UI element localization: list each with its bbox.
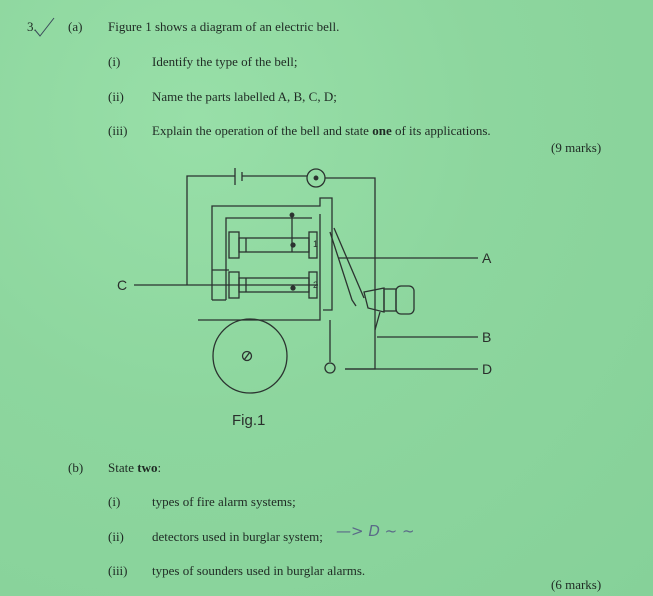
part-b-item-iii-text: types of sounders used in burglar alarms… (152, 563, 366, 578)
question-number: 3. (27, 19, 37, 34)
part-b-marks: (6 marks) (551, 577, 602, 592)
part-a-item-iii-num: (iii) (108, 123, 128, 138)
part-a-stem: Figure 1 shows a diagram of an electric … (108, 19, 340, 34)
part-a-label: (a) (68, 19, 83, 34)
part-a-item-ii-num: (ii) (108, 89, 124, 104)
handwritten-note: —> D ~ ~ (336, 522, 415, 540)
part-a-item-i-text: Identify the type of the bell; (152, 54, 298, 69)
emphasis-one: one (372, 123, 392, 138)
figure-label-b: B (482, 329, 492, 345)
part-a-item-iii-text: Explain the operation of the bell and st… (152, 123, 491, 138)
part-b-item-i-num: (i) (108, 494, 121, 509)
figure-label-c: C (117, 277, 128, 293)
figure-caption: Fig.1 (232, 412, 266, 429)
emphasis-two: two (137, 460, 158, 475)
svg-text:1: 1 (313, 239, 318, 249)
part-b-item-ii-text: detectors used in burglar system; (152, 529, 323, 544)
part-a-marks: (9 marks) (551, 140, 602, 155)
figure-label-a: A (482, 250, 492, 266)
part-b-stem: State two: (108, 460, 162, 475)
part-b-item-ii-num: (ii) (108, 529, 124, 544)
svg-text:2: 2 (313, 280, 318, 290)
part-b-item-i-text: types of fire alarm systems; (152, 494, 296, 509)
part-b-item-iii-num: (iii) (108, 563, 128, 578)
part-b-label: (b) (68, 460, 84, 475)
figure-label-d: D (482, 361, 493, 377)
part-a-item-i-num: (i) (108, 54, 121, 69)
part-a-item-ii-text: Name the parts labelled A, B, C, D; (152, 89, 337, 104)
